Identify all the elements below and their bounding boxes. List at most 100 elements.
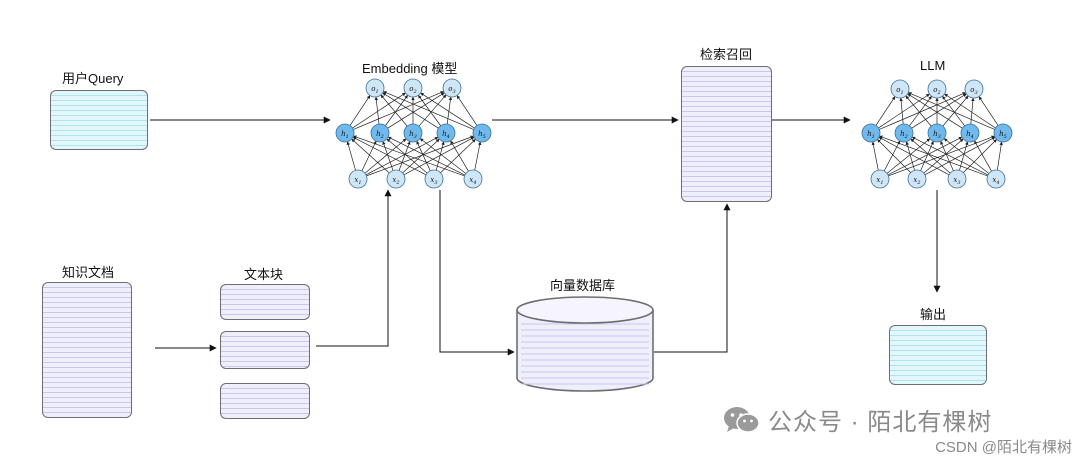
- llm-edge: [909, 95, 932, 127]
- label-output: 输出: [920, 307, 947, 322]
- llm-node-label-x1: x1: [876, 176, 883, 186]
- embed-node-x2: [386, 169, 406, 189]
- llm-node-label-h4: h4: [966, 130, 974, 140]
- embed-edge: [385, 94, 408, 126]
- arrow-vectordb-to-retrieval: [654, 203, 731, 353]
- llm-node-label-x3: x3: [953, 176, 960, 186]
- embed-edge: [364, 138, 407, 174]
- embed-node-label-o2: o2: [409, 85, 416, 95]
- llm-edge: [911, 136, 989, 176]
- embed-edge: [403, 136, 475, 176]
- llm-node-label-h2: h2: [900, 130, 908, 140]
- embed-edge: [398, 141, 411, 171]
- embed-edge: [365, 136, 439, 176]
- llm-node-h5: [993, 123, 1013, 143]
- embed-node-h4: [436, 123, 456, 143]
- llm-edge: [887, 136, 963, 176]
- embed-edge: [352, 136, 427, 176]
- llm-edge: [905, 95, 932, 127]
- llm-edge: [963, 139, 997, 173]
- label-vector-db: 向量数据库: [550, 278, 616, 293]
- embed-node-o1: [365, 78, 385, 98]
- llm-edge: [942, 95, 965, 127]
- embed-edge: [450, 140, 469, 172]
- llm-node-h4: [960, 123, 980, 143]
- embed-edge: [387, 92, 445, 129]
- embed-node-label-x4: x4: [469, 176, 476, 186]
- embed-node-h5: [472, 123, 492, 143]
- llm-edge: [877, 139, 911, 173]
- llm-node-h3: [927, 123, 947, 143]
- embed-edge: [456, 95, 478, 126]
- arrow-embedding-to-vectordb: [439, 190, 515, 356]
- label-retrieval: 检索召回: [700, 47, 753, 62]
- embed-edge: [418, 94, 447, 127]
- llm-edge: [942, 95, 969, 127]
- embed-edge: [386, 138, 428, 174]
- llm-edge: [879, 135, 988, 177]
- embed-edge: [352, 92, 406, 129]
- embed-edge: [419, 138, 467, 174]
- llm-edge: [924, 136, 996, 176]
- llm-edge: [875, 96, 896, 126]
- llm-node-x2: [907, 169, 927, 189]
- llm-edge: [883, 140, 901, 172]
- llm-edge: [997, 141, 1003, 171]
- embed-edge: [374, 96, 380, 125]
- llm-edge: [907, 93, 963, 129]
- user-query-box: [50, 90, 148, 150]
- text-chunk-box-3: [220, 383, 310, 419]
- llm-edge: [920, 140, 934, 171]
- llm-node-o2: [927, 79, 947, 99]
- llm-edge: [879, 92, 967, 130]
- embed-edge: [351, 138, 390, 174]
- watermark-csdn: CSDN @陌北有棵树: [935, 439, 1072, 456]
- embed-node-x1: [348, 169, 368, 189]
- embed-node-label-o3: o3: [448, 85, 455, 95]
- llm-node-label-x4: x4: [992, 176, 999, 186]
- label-llm: LLM: [920, 58, 946, 73]
- embed-node-label-x2: x2: [392, 176, 399, 186]
- llm-node-label-o3: o3: [970, 86, 977, 96]
- llm-edge: [910, 138, 951, 174]
- llm-edge: [878, 93, 930, 129]
- embed-edge: [416, 140, 431, 171]
- embed-node-o2: [403, 78, 423, 98]
- embed-node-label-h1: h1: [341, 130, 349, 140]
- llm-node-x3: [947, 169, 967, 189]
- llm-node-h1: [861, 123, 881, 143]
- embed-edge: [402, 138, 440, 174]
- output-box: [889, 325, 987, 385]
- text-chunk-box-2: [220, 331, 310, 369]
- label-embedding-model: Embedding 模型: [362, 61, 458, 76]
- watermark-account: 公众号 · 陌北有棵树: [768, 409, 993, 436]
- embed-node-label-h2: h2: [376, 130, 384, 140]
- embed-node-h2: [370, 123, 390, 143]
- text-chunk-box-1: [220, 284, 310, 320]
- llm-node-label-o1: o1: [896, 86, 903, 96]
- label-text-chunks: 文本块: [244, 267, 284, 282]
- embed-edge: [349, 95, 371, 126]
- embed-node-label-h4: h4: [442, 130, 450, 140]
- embed-edge: [435, 141, 445, 171]
- llm-edge: [959, 141, 969, 171]
- llm-node-label-h1: h1: [867, 130, 875, 140]
- embed-edge: [446, 96, 453, 125]
- embed-node-h1: [335, 123, 355, 143]
- llm-edge: [974, 140, 992, 172]
- llm-edge: [944, 93, 996, 129]
- embed-node-x4: [463, 169, 483, 189]
- embed-edge: [346, 141, 356, 171]
- watermark: 公众号 · 陌北有棵树: [722, 402, 992, 437]
- embed-edge: [440, 138, 476, 174]
- embed-edge: [380, 94, 408, 127]
- llm-edge: [911, 93, 967, 129]
- knowledge-docs-box: [42, 282, 132, 418]
- embed-edge: [382, 92, 439, 129]
- llm-node-label-x2: x2: [913, 176, 920, 186]
- embed-edge: [353, 135, 465, 177]
- embed-node-x3: [424, 169, 444, 189]
- llm-edge: [899, 97, 904, 125]
